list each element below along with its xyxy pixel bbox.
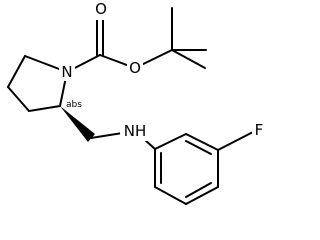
carbonyl-oxygen-label: O — [95, 0, 107, 18]
bond-aryl-f — [217, 131, 254, 151]
bond-ar-4 — [185, 186, 219, 205]
bond-c4-c5 — [7, 55, 26, 88]
bond-ar-inner-2 — [185, 182, 212, 198]
amine-nh-label: NH — [124, 122, 147, 140]
ester-oxygen-label: O — [129, 59, 141, 77]
fluorophenyl-ring — [154, 131, 254, 205]
stereo-abs-label: abs — [66, 100, 82, 110]
bond-tbu-methyl-down — [171, 49, 206, 69]
bond-ar-inner-1 — [185, 140, 212, 155]
bond-ar-1 — [154, 133, 187, 150]
molecule-structure: N O O NH F abs — [7, 0, 264, 205]
bond-ar-2 — [185, 133, 219, 151]
pyrrolidine-ring — [7, 55, 68, 112]
fluorine-label: F — [255, 121, 264, 139]
bond-c3-c4 — [7, 86, 30, 112]
stereo-wedge-bond — [60, 106, 95, 142]
ring-nitrogen-label: N — [61, 63, 72, 81]
bond-ar-5 — [154, 186, 187, 205]
bond-c2-c3 — [28, 105, 61, 112]
